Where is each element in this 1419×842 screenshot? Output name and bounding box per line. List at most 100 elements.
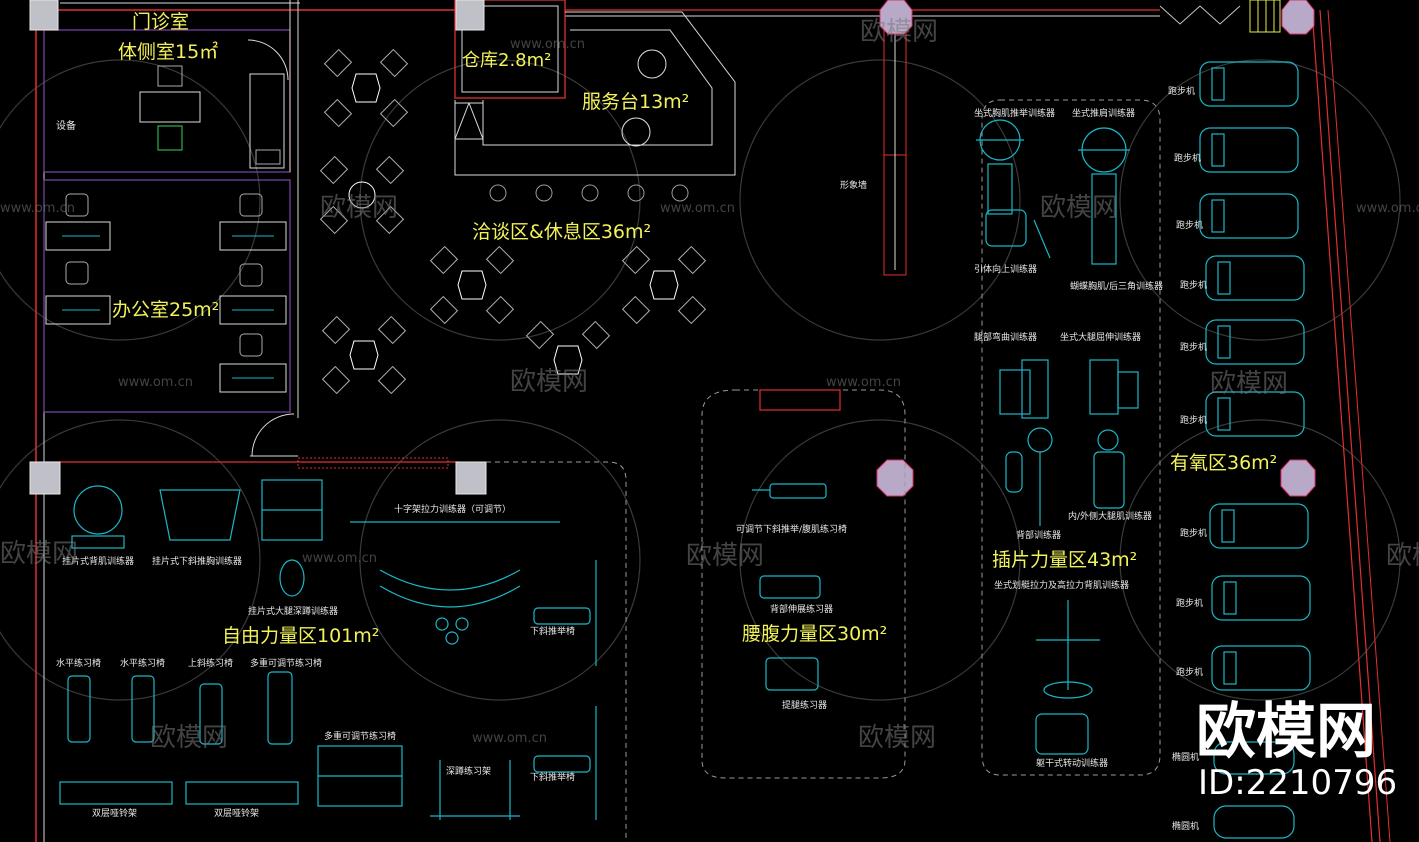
label-treadmill: 跑步机 — [1180, 341, 1207, 353]
label-back: 背部训练器 — [1016, 529, 1061, 541]
treadmill — [1199, 193, 1299, 239]
label-warehouse: 仓库2.8m² — [462, 50, 551, 71]
chest-press-machine — [976, 119, 1024, 215]
label-treadmill: 跑步机 — [1168, 85, 1195, 97]
watermark-brand: 欧模网 — [0, 539, 78, 569]
shoulder-press-machine — [1078, 127, 1130, 265]
label-incline: 上斜练习椅 — [188, 657, 233, 669]
treadmill — [1199, 61, 1299, 107]
label-shoulder-press: 坐式推肩训练器 — [1072, 107, 1135, 119]
strength-machines — [59, 119, 1139, 820]
watermark-url: www.om.cn — [302, 551, 377, 566]
treadmill — [1211, 645, 1311, 691]
brand-logo-text: 欧模网 — [1196, 697, 1376, 767]
treadmill — [1209, 503, 1309, 549]
brand-id: ID:2210796 — [1198, 763, 1397, 803]
pullup-machine — [985, 209, 1051, 259]
watermark-brand: 欧模网 — [510, 367, 588, 397]
label-treadmill: 跑步机 — [1180, 279, 1207, 291]
label-flat-1: 水平练习椅 — [56, 657, 101, 669]
watermark-url: www.om.cn — [660, 201, 735, 216]
incline-bench — [199, 683, 223, 745]
label-db-rack-2: 双层哑铃架 — [214, 807, 259, 819]
lounge-tables — [319, 48, 707, 395]
db-rack-1 — [59, 781, 173, 805]
label-db-rack-1: 双层哑铃架 — [92, 807, 137, 819]
plate-squat-machine — [261, 479, 323, 597]
back-machine — [1005, 427, 1053, 526]
label-treadmill: 跑步机 — [1174, 152, 1201, 164]
pillars — [29, 0, 1316, 497]
treadmill — [1199, 127, 1299, 173]
row-machine — [1036, 600, 1100, 699]
watermark-brand: 欧模网 — [320, 193, 398, 223]
label-physical: 体侧室15㎡ — [118, 40, 218, 63]
label-plate: 插片力量区43m² — [992, 549, 1137, 571]
label-plate-decline: 挂片式下斜推胸训练器 — [152, 555, 242, 567]
watermark-brand: 欧模网 — [1210, 369, 1288, 399]
label-leg-ext: 坐式大腿屈伸训练器 — [1060, 331, 1141, 343]
label-row: 坐式划艇拉力及高拉力背肌训练器 — [994, 579, 1129, 591]
watermark-brand: 欧模网 — [858, 723, 936, 753]
label-squat: 深蹲练习架 — [446, 765, 491, 777]
db-rack-2 — [185, 781, 299, 805]
watermark-brand: 欧模网 — [686, 541, 764, 571]
label-plate-back: 挂片式背肌训练器 — [62, 555, 134, 567]
label-equip: 设备 — [56, 119, 76, 132]
flat-bench-1 — [67, 675, 91, 743]
label-flat-2: 水平练习椅 — [120, 657, 165, 669]
label-treadmill: 跑步机 — [1176, 597, 1203, 609]
treadmill — [1205, 319, 1305, 365]
torso-machine — [1035, 713, 1089, 755]
label-treadmill: 跑步机 — [1176, 219, 1203, 231]
label-ab-bench: 可调节下斜推举/腹肌练习椅 — [736, 523, 847, 535]
watermark-brand: 欧模网 — [860, 17, 938, 47]
decline-bench-2 — [533, 706, 597, 820]
watermark-url: www.om.cn — [826, 375, 901, 390]
label-multi-2: 多重可调节练习椅 — [324, 730, 396, 742]
leg-raise-machine — [765, 657, 819, 691]
table-set — [321, 315, 407, 395]
table-set — [621, 245, 707, 325]
label-treadmill: 跑步机 — [1180, 527, 1207, 539]
multi-bench-1 — [267, 671, 293, 745]
label-image-wall: 形象墙 — [840, 179, 867, 191]
decline-bench-1 — [533, 560, 597, 666]
cross-cable — [350, 521, 560, 645]
watermark-url: www.om.cn — [118, 375, 193, 390]
watermark-circles — [0, 59, 1401, 701]
service-chairs — [621, 49, 667, 147]
watermark-url: www.om.cn — [510, 37, 585, 52]
table-set — [323, 48, 409, 128]
label-service: 服务台13m² — [582, 91, 689, 113]
table-set — [525, 320, 611, 375]
zone-outlines — [486, 99, 1161, 842]
table-set — [319, 155, 405, 235]
back-ext-machine — [759, 575, 821, 599]
treadmills — [1199, 61, 1311, 839]
label-cardio: 有氧区36m² — [1170, 452, 1277, 474]
label-decline-1: 下斜推举椅 — [530, 625, 575, 637]
label-torso: 躯干式转动训练器 — [1036, 757, 1108, 769]
treadmill — [1205, 255, 1305, 301]
room-labels: 门诊室 体侧室15㎡ 仓库2.8m² 服务台13m² 洽谈区&休息区36m² 办… — [56, 11, 1277, 647]
label-core: 腰腹力量区30m² — [742, 623, 887, 645]
plate-decline-machine — [159, 489, 241, 541]
adductor-machine — [1093, 429, 1125, 509]
ab-bench — [752, 483, 827, 499]
label-pullup: 引体向上训练器 — [974, 263, 1037, 275]
elliptical — [1213, 805, 1295, 839]
label-butterfly: 蝴蝶胸肌/后三角训练器 — [1070, 280, 1163, 292]
label-free-weight: 自由力量区101m² — [222, 625, 379, 647]
watermark-brand: 欧模网 — [1040, 193, 1118, 223]
flat-bench-2 — [131, 675, 155, 743]
label-elliptical: 椭圆机 — [1172, 751, 1199, 763]
table-set — [429, 245, 515, 325]
label-plate-squat: 挂片式大腿深蹲训练器 — [248, 605, 338, 617]
squat-rack — [430, 760, 520, 820]
elliptical — [1213, 741, 1295, 775]
label-chest-press: 坐式胸肌推举训练器 — [974, 107, 1055, 119]
label-adductor: 内/外侧大腿肌训练器 — [1068, 510, 1152, 522]
brand-block: 欧模网 ID:2210796 — [1196, 697, 1397, 803]
